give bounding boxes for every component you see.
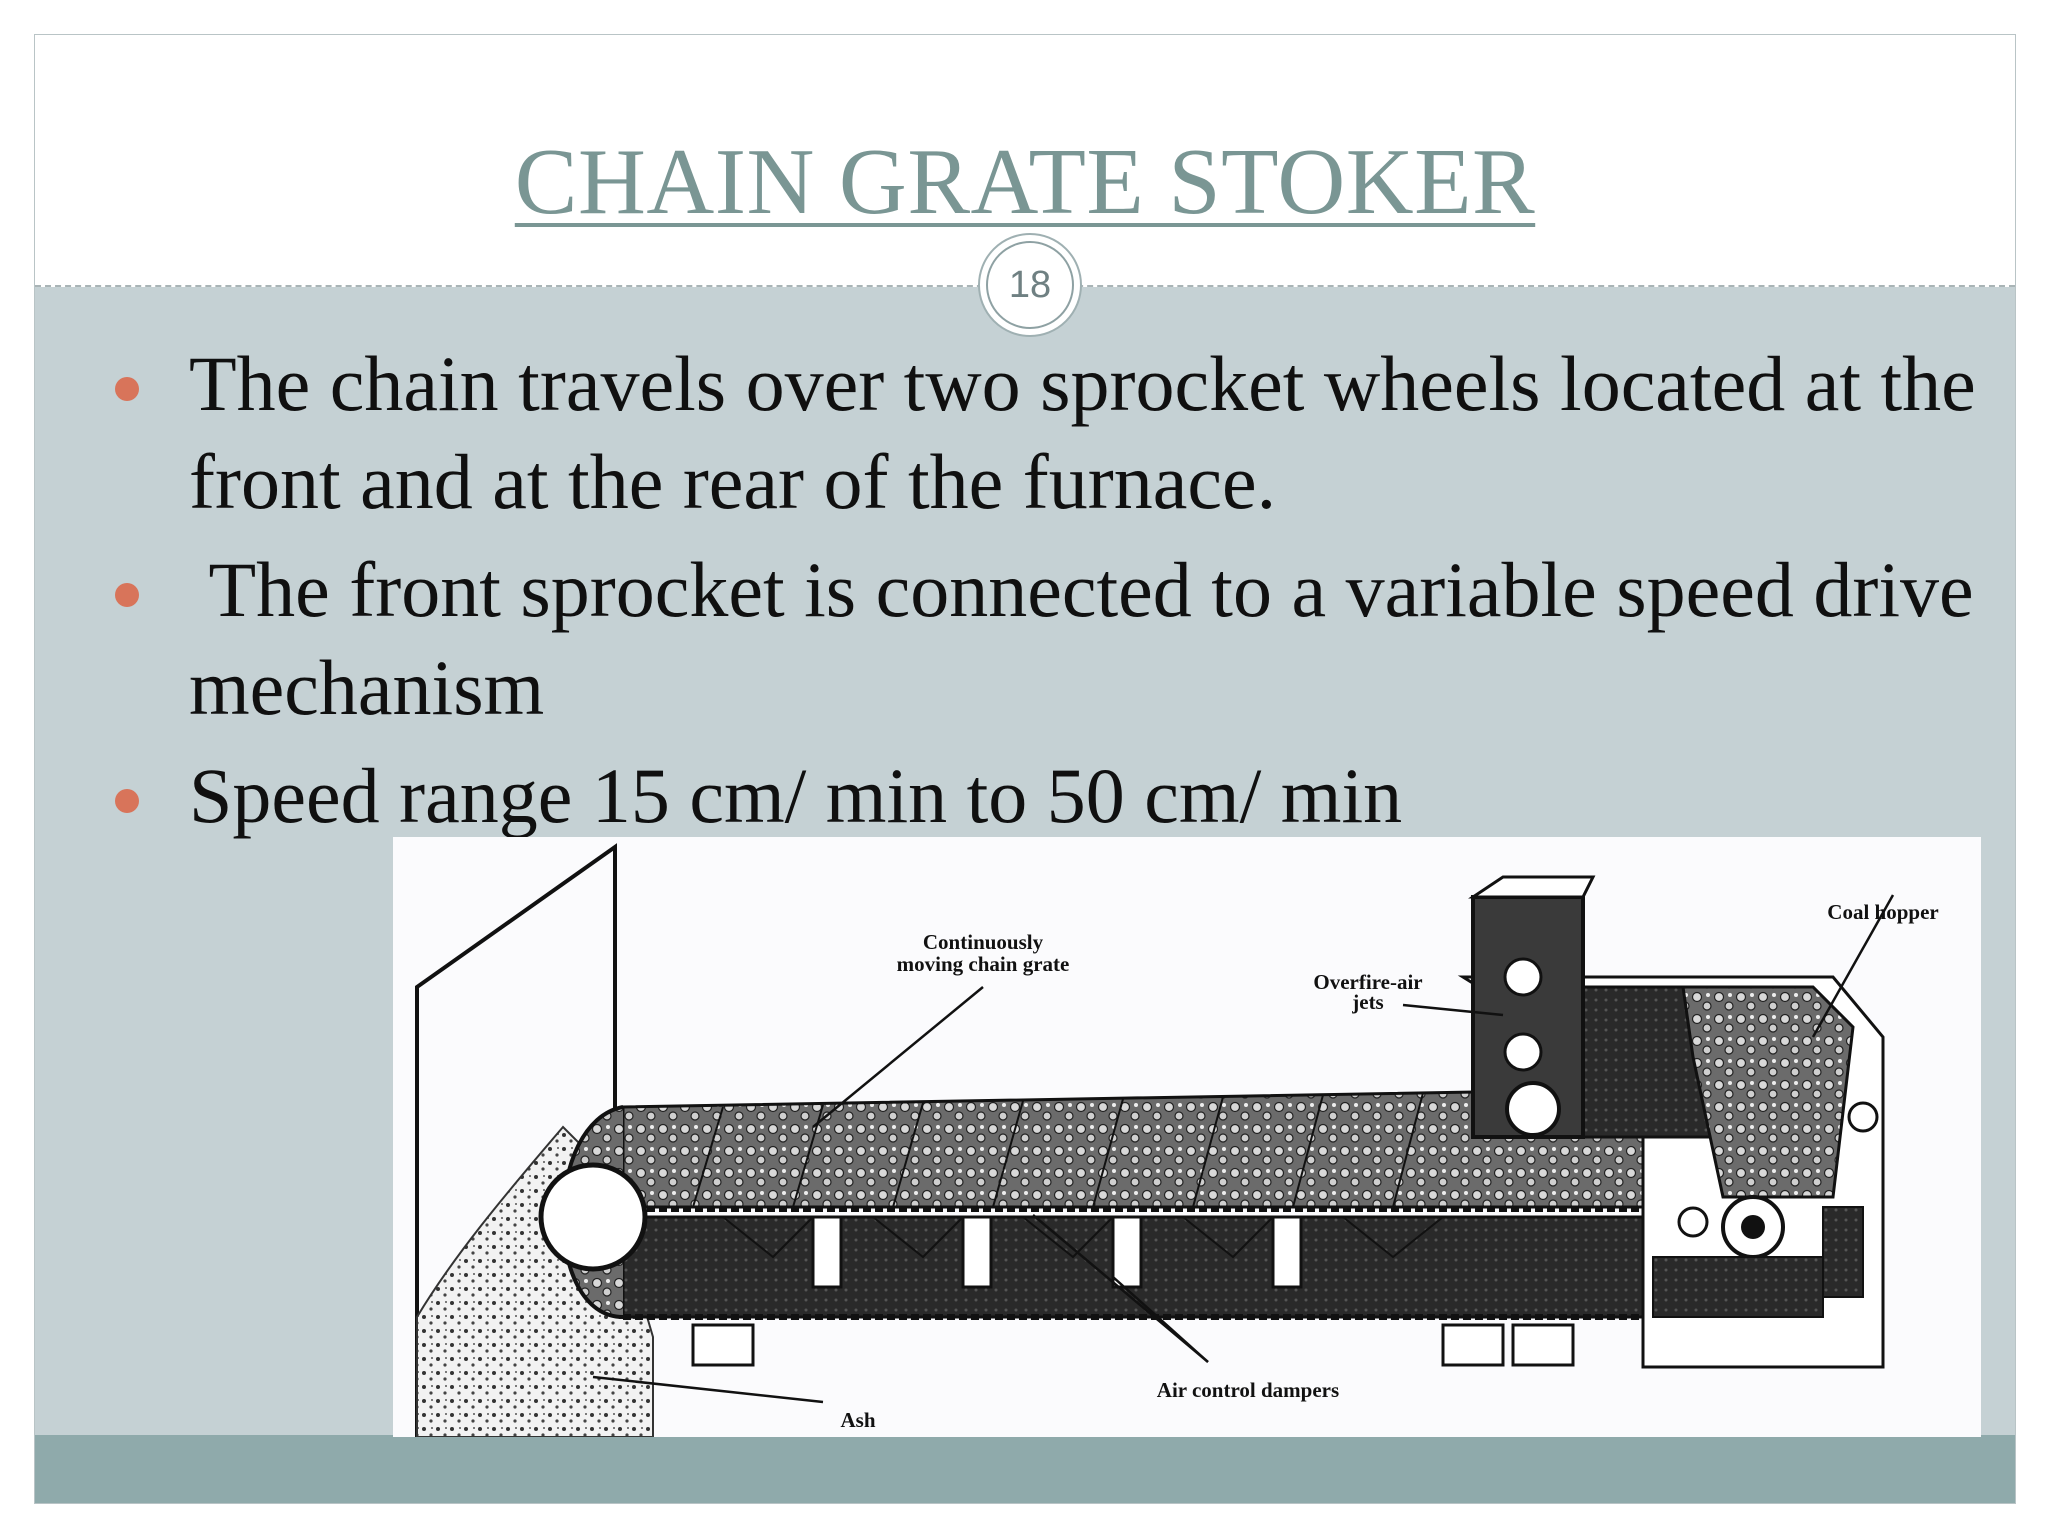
slide-title: CHAIN GRATE STOKER: [514, 130, 1536, 234]
label-coal-hopper: Coal hopper: [1827, 900, 1938, 924]
page-number-badge: 18: [978, 233, 1082, 337]
label-chain-grate-2: moving chain grate: [897, 952, 1070, 976]
bullet-list: The chain travels over two sprocket whee…: [35, 335, 1995, 855]
footer-bar: [35, 1435, 2015, 1503]
bullet-item: The chain travels over two sprocket whee…: [35, 335, 1995, 531]
label-overfire-air-2: jets: [1351, 990, 1383, 1014]
page-number: 18: [986, 241, 1074, 329]
chain-grate-diagram: Continuously moving chain grate Overfire…: [393, 837, 1981, 1437]
label-air-dampers: Air control dampers: [1157, 1378, 1339, 1402]
label-overfire-air: Overfire-air: [1313, 970, 1422, 994]
furnace-wall: [415, 843, 617, 1437]
bullet-text: The front sprocket is connected to a var…: [189, 546, 1994, 731]
bullet-text: The chain travels over two sprocket whee…: [189, 340, 1996, 525]
leader-lines: [592, 894, 1895, 1404]
bullet-dot-icon: [115, 789, 139, 813]
bullet-text: Speed range 15 cm/ min to 50 cm/ min: [189, 752, 1403, 839]
label-chain-grate: Continuously: [923, 930, 1044, 954]
slide: CHAIN GRATE STOKER 18 The chain travels …: [34, 34, 2016, 1504]
bullet-dot-icon: [115, 377, 139, 401]
bullet-item: Speed range 15 cm/ min to 50 cm/ min: [35, 747, 1995, 845]
bullet-dot-icon: [115, 583, 139, 607]
bullet-item: The front sprocket is connected to a var…: [35, 541, 1995, 737]
label-ash: Ash: [840, 1408, 875, 1432]
diagram-svg: Continuously moving chain grate Overfire…: [415, 843, 1939, 1437]
coal-hopper: [1457, 875, 1885, 1369]
chain-grate: [538, 1087, 1645, 1367]
